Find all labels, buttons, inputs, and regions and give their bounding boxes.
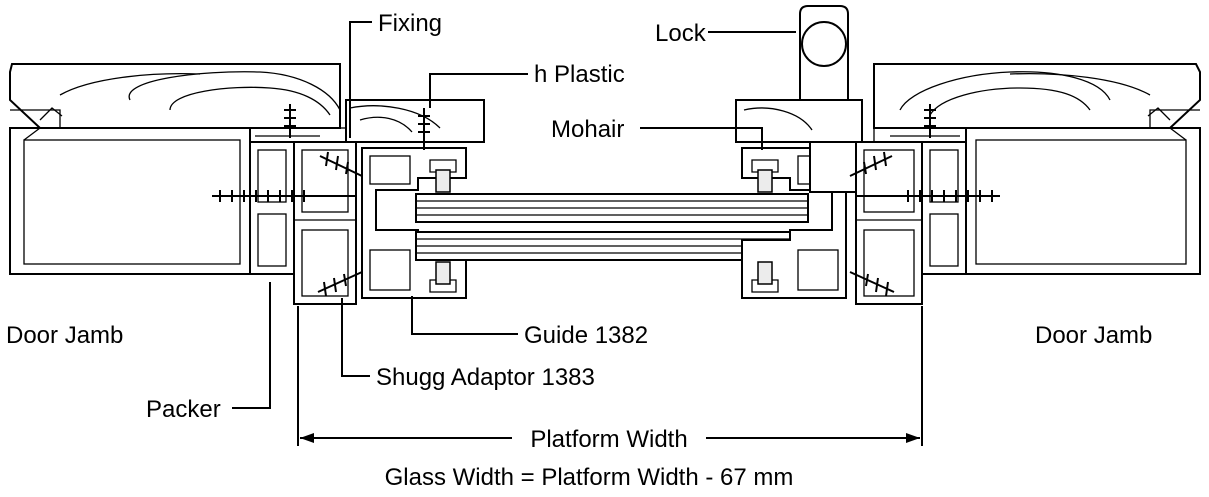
label-glass-width-formula: Glass Width = Platform Width - 67 mm [385, 464, 794, 491]
right-door-jamb [873, 63, 1201, 275]
label-mohair: Mohair [551, 116, 624, 143]
label-guide: Guide 1382 [524, 322, 648, 349]
lock-body [799, 5, 849, 101]
glass-panels [415, 193, 809, 261]
lock-cylinder [801, 21, 847, 67]
left-packer [249, 141, 295, 275]
label-fixing: Fixing [378, 10, 442, 37]
label-door-jamb-left: Door Jamb [6, 322, 123, 349]
left-door-jamb [9, 63, 351, 275]
label-door-jamb-right: Door Jamb [1035, 322, 1152, 349]
screws [212, 104, 1000, 297]
label-lock: Lock [655, 20, 707, 47]
right-packer [921, 141, 967, 275]
label-platform-width: Platform Width [530, 426, 687, 453]
leader-lines [232, 21, 923, 446]
label-packer: Packer [146, 396, 221, 423]
left-timber-block [345, 99, 485, 143]
right-timber-block [735, 99, 863, 193]
label-h-plastic: h Plastic [534, 61, 625, 88]
label-shugg-adaptor: Shugg Adaptor 1383 [376, 364, 595, 391]
